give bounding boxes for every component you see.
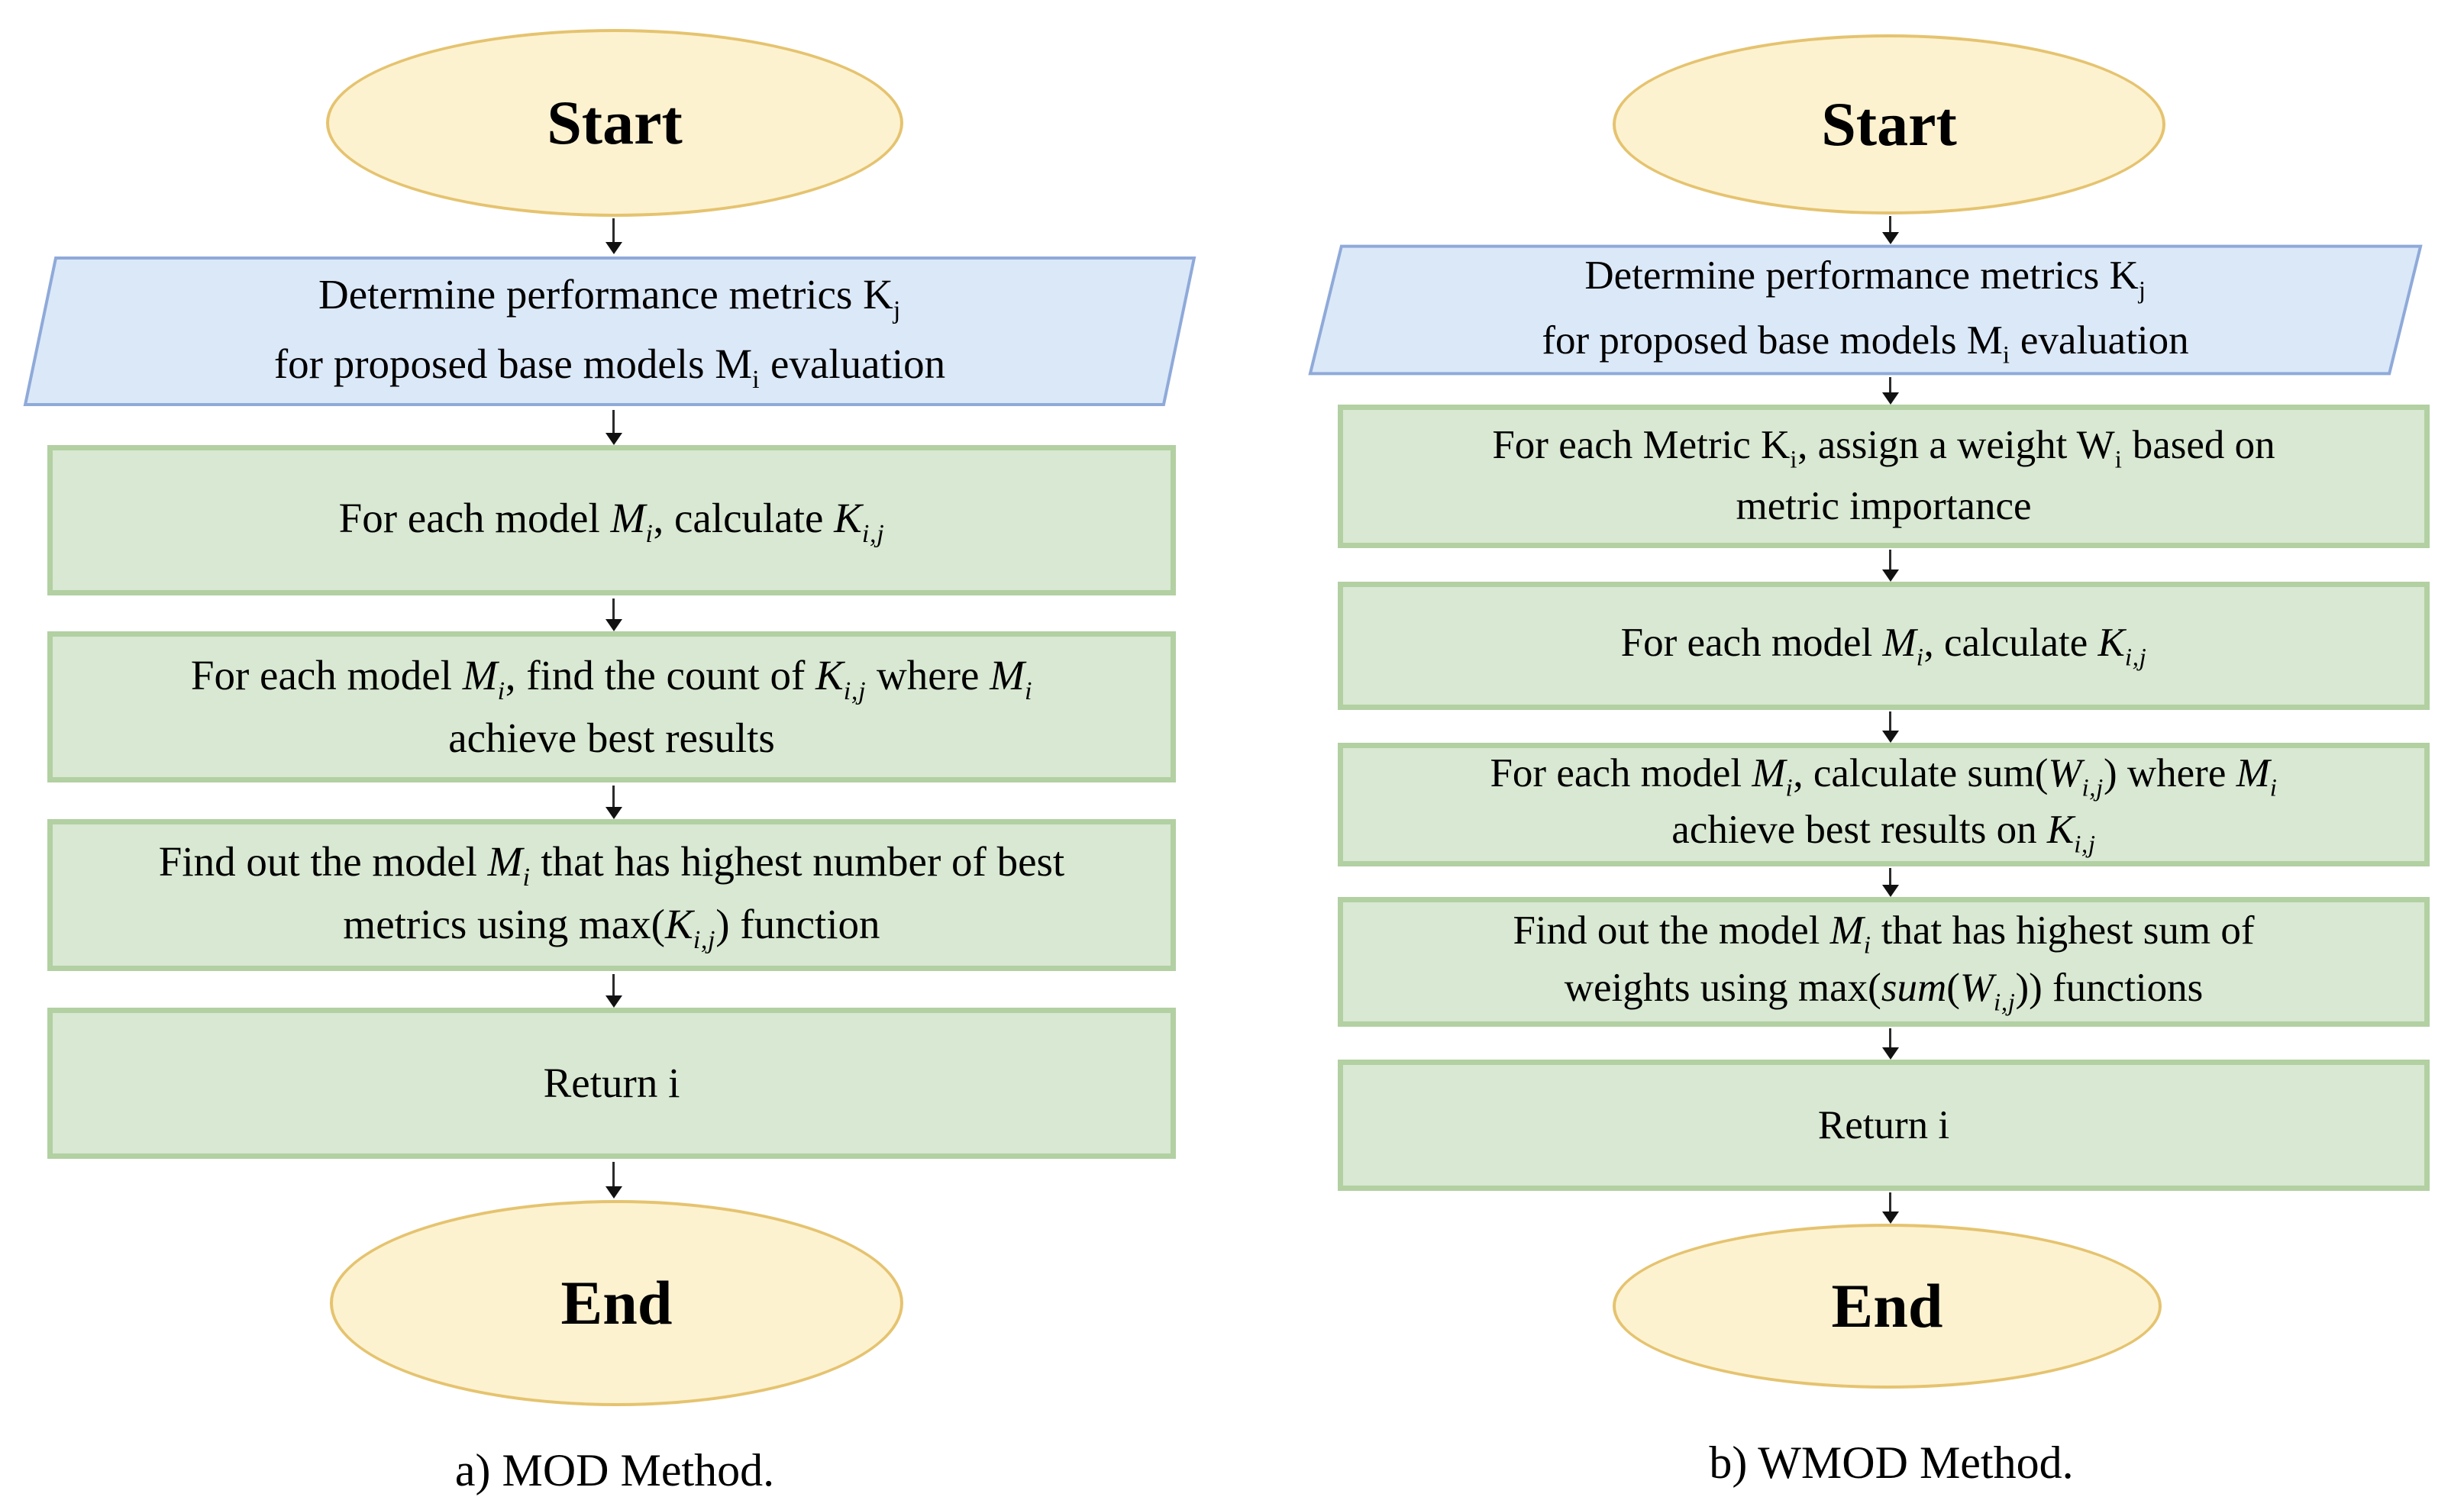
process-step-b5-text: Return i xyxy=(1817,1102,1950,1147)
flow-arrow xyxy=(1882,1028,1899,1060)
flow-arrow xyxy=(606,218,622,254)
start-label-a: Start xyxy=(547,88,683,157)
flow-arrow xyxy=(1882,550,1899,582)
process-step-b5-return: Return i xyxy=(1338,1060,2430,1191)
parallelogram-shape xyxy=(23,256,1196,407)
end-terminal-a: End xyxy=(330,1200,903,1406)
process-step-b3: For each model Mi, calculate sum(Wi,j) w… xyxy=(1338,743,2430,866)
process-step-a3-text: Find out the model Mi that has highest n… xyxy=(158,837,1065,954)
process-step-b4: Find out the model Mi that has highest s… xyxy=(1338,897,2430,1027)
caption-a: a) MOD Method. xyxy=(454,1445,775,1495)
process-step-a1: For each model Mi, calculate Ki,j xyxy=(47,445,1176,595)
flow-arrow xyxy=(606,598,622,631)
process-step-a4-return: Return i xyxy=(47,1008,1176,1159)
flow-arrow xyxy=(1882,868,1899,897)
process-step-b3-text: For each model Mi, calculate sum(Wi,j) w… xyxy=(1490,751,2278,859)
process-step-b1: For each Metric Ki, assign a weight Wi b… xyxy=(1338,405,2430,548)
flow-arrow xyxy=(606,786,622,819)
process-step-a3: Find out the model Mi that has highest n… xyxy=(47,819,1176,971)
flow-arrow xyxy=(1882,377,1899,405)
process-step-b2: For each model Mi, calculate Ki,j xyxy=(1338,582,2430,710)
process-step-b2-text: For each model Mi, calculate Ki,j xyxy=(1620,621,2147,672)
process-step-b4-text: Find out the model Mi that has highest s… xyxy=(1513,908,2255,1017)
flow-arrow xyxy=(606,974,622,1008)
process-step-a2: For each model Mi, find the count of Ki,… xyxy=(47,631,1176,782)
start-terminal-b: Start xyxy=(1613,34,2165,215)
flow-arrow xyxy=(1882,711,1899,743)
end-terminal-b: End xyxy=(1613,1224,2162,1389)
process-step-a2-text: For each model Mi, find the count of Ki,… xyxy=(190,652,1033,762)
flow-arrow xyxy=(1882,1192,1899,1224)
start-terminal-a: Start xyxy=(326,29,903,217)
process-step-b1-text: For each Metric Ki, assign a weight Wi b… xyxy=(1492,423,2275,529)
flow-arrow xyxy=(606,410,622,445)
start-label-b: Start xyxy=(1821,89,1957,159)
process-step-a4-text: Return i xyxy=(543,1060,680,1107)
flow-arrow xyxy=(1882,216,1899,244)
caption-b: b) WMOD Method. xyxy=(1709,1437,2074,1488)
end-label-b: End xyxy=(1831,1271,1943,1341)
end-label-a: End xyxy=(560,1268,673,1337)
process-step-a1-text: For each model Mi, calculate Ki,j xyxy=(338,494,885,548)
flow-arrow xyxy=(606,1162,622,1199)
parallelogram-shape xyxy=(1308,244,2423,376)
